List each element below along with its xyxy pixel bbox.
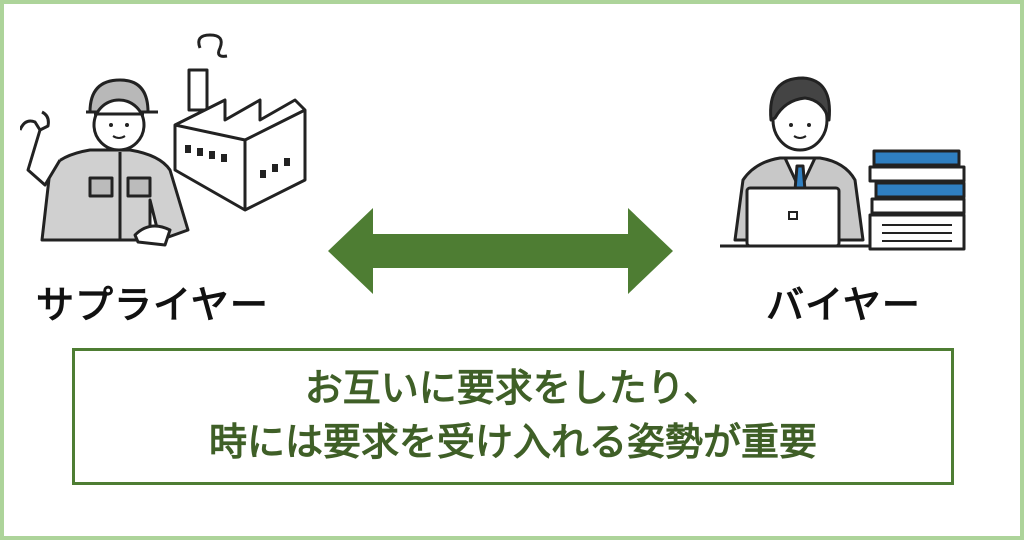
supplier-label: サプライヤー	[36, 283, 269, 327]
worker-icon	[20, 78, 190, 247]
documents-stack-icon	[868, 149, 966, 251]
message-line-1: お互いに要求をしたり、	[304, 366, 722, 410]
message-box: お互いに要求をしたり、 時には要求を受け入れる姿勢が重要	[72, 348, 954, 485]
buyer-label: バイヤー	[766, 283, 921, 327]
businessman-laptop-icon	[720, 76, 870, 248]
message-line-2: 時には要求を受け入れる姿勢が重要	[208, 420, 817, 464]
factory-icon	[173, 33, 307, 212]
double-arrow-icon	[328, 208, 673, 294]
